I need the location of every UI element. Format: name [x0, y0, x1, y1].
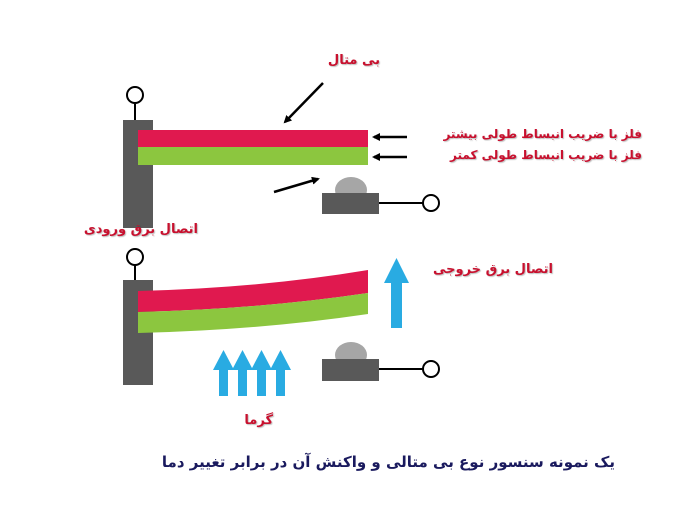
heat-arrow-1 — [213, 350, 234, 396]
low-expansion-strip-top — [138, 147, 368, 165]
heat-arrows — [213, 350, 291, 396]
heat-arrow-2 — [232, 350, 253, 396]
contact-base-bottom — [322, 359, 379, 381]
output-connection-label: اتصال برق خروجی — [432, 262, 553, 277]
heat-arrow-3 — [251, 350, 272, 396]
output-up-arrow — [384, 258, 409, 328]
heat-arrow-4 — [270, 350, 291, 396]
output-terminal-bottom — [422, 360, 440, 378]
low-expansion-strip-bent — [138, 293, 368, 333]
output-terminal-top — [422, 194, 440, 212]
contact-base-top — [322, 193, 379, 214]
heat-label: گرما — [244, 413, 273, 428]
bimetal-pointer-arrow — [283, 82, 324, 124]
contact-pointer-arrow — [273, 176, 320, 194]
high-expansion-strip-bent — [138, 270, 368, 312]
input-connection-label: اتصال برق ورودی — [83, 222, 198, 237]
caption: یک نمونه سنسور نوع بی متالی و واکنش آن د… — [161, 453, 615, 471]
heated-state — [123, 248, 440, 385]
low-expansion-metal-label: فلز با ضریب انبساط طولی کمتر — [450, 148, 642, 162]
high-expansion-metal-label: فلز با ضریب انبساط طولی بیشتر — [443, 127, 642, 141]
cold-state — [123, 86, 440, 228]
input-terminal-top — [126, 86, 144, 104]
input-terminal-bottom — [126, 248, 144, 266]
high-expansion-strip-top — [138, 130, 368, 147]
bimetal-label: بی متال — [327, 53, 380, 68]
